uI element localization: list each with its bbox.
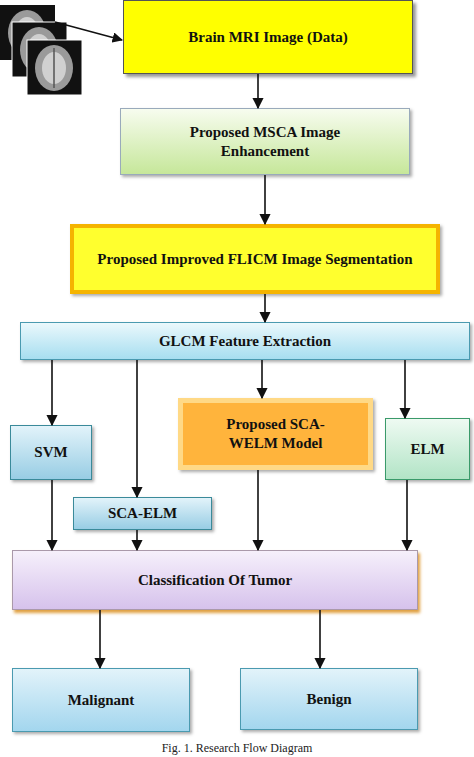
box-label: SCA-ELM xyxy=(108,504,177,523)
figure-caption: Fig. 1. Research Flow Diagram xyxy=(0,741,474,756)
process-box: Proposed Improved FLICM Image Segmentati… xyxy=(70,224,440,294)
result-box: Malignant xyxy=(12,668,190,732)
box-label: ELM xyxy=(410,440,444,459)
flow-arrow xyxy=(257,74,259,108)
classifier-box: SCA-ELM xyxy=(73,497,212,530)
box-label: Brain MRI Image (Data) xyxy=(188,28,348,47)
box-label: SVM xyxy=(34,443,67,462)
flow-arrow xyxy=(319,610,321,668)
flow-arrow xyxy=(264,294,266,322)
box-label: Proposed Improved FLICM Image Segmentati… xyxy=(97,250,412,269)
classifier-box: Proposed SCA-WELM Model xyxy=(178,398,373,470)
input-box: Brain MRI Image (Data) xyxy=(123,0,413,74)
flow-arrow xyxy=(51,360,53,425)
flow-arrow xyxy=(261,360,263,398)
flow-arrow xyxy=(406,480,408,550)
flow-arrow xyxy=(99,610,101,668)
flow-arrow xyxy=(136,360,138,497)
box-label: Proposed SCA-WELM Model xyxy=(211,415,341,453)
mri-thumbnails xyxy=(0,5,82,95)
process-box: Classification Of Tumor xyxy=(12,550,418,610)
process-box: Proposed MSCA Image Enhancement xyxy=(120,108,410,175)
box-label: GLCM Feature Extraction xyxy=(159,332,331,351)
flow-arrow xyxy=(404,360,406,418)
classifier-box: SVM xyxy=(10,425,92,480)
result-box: Benign xyxy=(240,668,418,730)
classifier-box: ELM xyxy=(385,418,470,480)
flow-arrow xyxy=(257,470,259,550)
box-label: Classification Of Tumor xyxy=(138,571,292,590)
box-label: Proposed MSCA Image Enhancement xyxy=(165,123,365,161)
process-box: GLCM Feature Extraction xyxy=(20,322,470,360)
input-arrow xyxy=(55,22,122,40)
box-label: Malignant xyxy=(68,691,135,710)
flow-arrow xyxy=(51,480,53,550)
flow-arrow xyxy=(136,530,138,550)
flow-arrow xyxy=(264,175,266,224)
box-label: Benign xyxy=(306,690,351,709)
